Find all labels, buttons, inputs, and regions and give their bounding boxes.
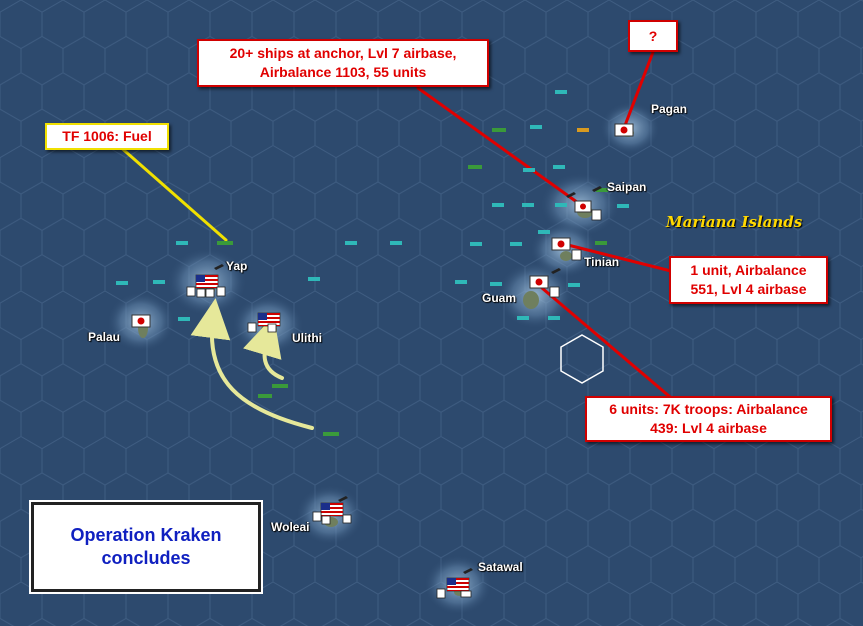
callout-guam: 6 units: 7K troops: Airbalance 439: Lvl …: [585, 396, 832, 442]
callout-guam-text: 6 units: 7K troops: Airbalance 439: Lvl …: [609, 401, 808, 436]
movement-arrows: [190, 298, 314, 430]
ship-counters: [116, 90, 629, 436]
flag-usa-woleai[interactable]: [320, 502, 344, 517]
region-label-mariana-islands: Mariana Islands: [666, 213, 803, 231]
place-label-woleai[interactable]: Woleai: [271, 520, 310, 534]
flag-usa-satawal[interactable]: [446, 577, 470, 592]
place-label-palau[interactable]: Palau: [88, 330, 121, 344]
operation-title-box: Operation Kraken concludes: [29, 500, 263, 594]
flag-japan-palau[interactable]: [131, 314, 151, 328]
aircraft-icons: [214, 186, 602, 574]
callout-tinian-text: 1 unit, Airbalance 551, Lvl 4 airbase: [690, 262, 807, 297]
place-label-ulithi[interactable]: Ulithi: [292, 331, 322, 345]
place-label-tinian[interactable]: Tinian: [584, 255, 620, 269]
callout-tf1006: TF 1006: Fuel: [45, 123, 169, 150]
place-label-yap[interactable]: Yap: [226, 259, 248, 273]
flag-japan-pagan[interactable]: [614, 123, 634, 137]
place-label-pagan[interactable]: Pagan: [651, 102, 688, 116]
operation-title-text: Operation Kraken concludes: [70, 525, 222, 568]
callout-leaders: [116, 50, 678, 404]
callout-saipan: 20+ ships at anchor, Lvl 7 airbase, Airb…: [197, 39, 489, 87]
ship-icon-orange: [577, 128, 589, 132]
place-label-saipan[interactable]: Saipan: [607, 180, 647, 194]
callout-tinian: 1 unit, Airbalance 551, Lvl 4 airbase: [669, 256, 828, 304]
flag-japan-tinian[interactable]: [551, 237, 571, 251]
callout-tf1006-text: TF 1006: Fuel: [62, 128, 152, 144]
place-label-satawal[interactable]: Satawal: [478, 560, 523, 574]
selected-hex[interactable]: [560, 334, 604, 384]
flag-usa-yap[interactable]: [195, 274, 219, 289]
callout-pagan-query: ?: [628, 20, 678, 52]
place-label-guam[interactable]: Guam: [482, 291, 517, 305]
flag-japan-saipan[interactable]: [574, 200, 592, 213]
ship-icon-cyan: [116, 90, 629, 321]
flag-japan-guam[interactable]: [529, 275, 549, 289]
callout-saipan-text: 20+ ships at anchor, Lvl 7 airbase, Airb…: [229, 45, 457, 80]
ship-icon-green: [217, 128, 608, 436]
unit-counters: [186, 209, 602, 599]
callout-pagan-query-text: ?: [648, 27, 658, 44]
